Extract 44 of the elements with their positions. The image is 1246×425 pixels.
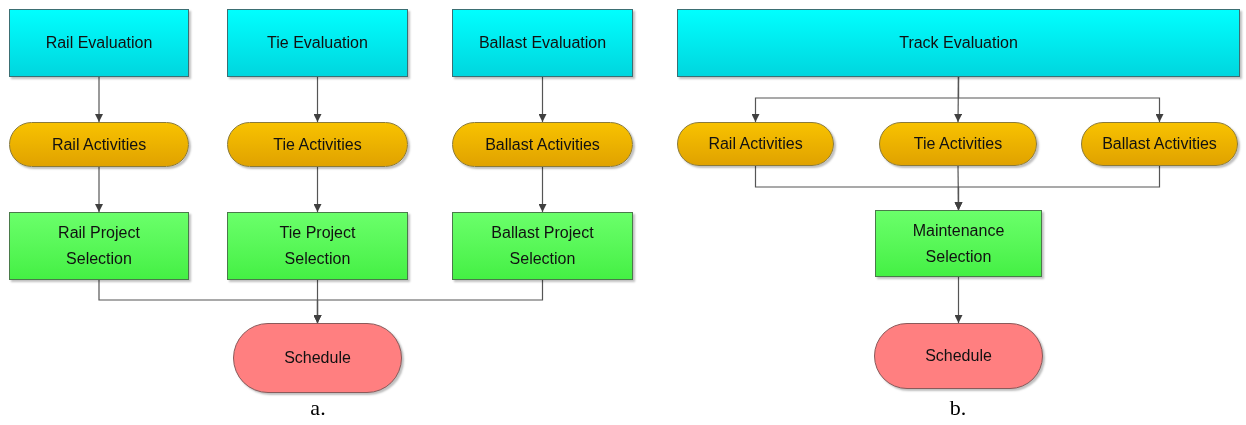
node-label: Tie Evaluation — [267, 33, 368, 53]
arrow — [954, 165, 1161, 211]
activity-pill — [227, 122, 408, 167]
process-box — [227, 9, 408, 77]
terminal-pill — [874, 323, 1043, 389]
node-label: Schedule — [284, 348, 351, 368]
selection-box — [452, 212, 633, 280]
node-label: Tie Activities — [273, 134, 362, 155]
arrow — [95, 76, 103, 123]
node-label: Track Evaluation — [899, 33, 1018, 53]
activity-pill — [879, 122, 1037, 166]
arrow — [538, 76, 547, 123]
node-label: Tie Project Selection — [278, 223, 357, 269]
selection-box — [9, 212, 189, 280]
arrow — [954, 276, 963, 324]
panel-label: a. — [310, 395, 326, 421]
node-label: Ballast Evaluation — [478, 33, 607, 53]
activity-pill — [1081, 122, 1238, 166]
node-label: Rail Activities — [708, 134, 803, 154]
activity-pill — [9, 122, 189, 167]
arrow — [313, 166, 322, 213]
process-box — [677, 9, 1240, 77]
process-box — [9, 9, 189, 77]
panel-label: b. — [949, 395, 967, 421]
node-label: Ballast Project Selection — [490, 223, 595, 269]
arrow — [313, 279, 544, 324]
arrow — [313, 76, 322, 123]
node-label: Schedule — [925, 346, 992, 366]
node-label: Rail Project Selection — [57, 223, 141, 269]
node-label: Tie Activities — [913, 134, 1003, 154]
node-label: Rail Evaluation — [45, 33, 153, 53]
selection-box — [875, 210, 1042, 277]
node-label: Ballast Activities — [485, 134, 600, 155]
arrow — [957, 76, 1164, 123]
arrow — [538, 166, 547, 213]
arrow — [95, 166, 103, 213]
process-box — [452, 9, 633, 77]
activity-pill — [452, 122, 633, 167]
node-label: Ballast Activities — [1102, 134, 1217, 154]
node-label: Rail Activities — [51, 134, 147, 155]
node-label: Maintenance Selection — [911, 220, 1006, 267]
activity-pill — [677, 122, 834, 166]
terminal-pill — [233, 323, 402, 393]
selection-box — [227, 212, 408, 280]
